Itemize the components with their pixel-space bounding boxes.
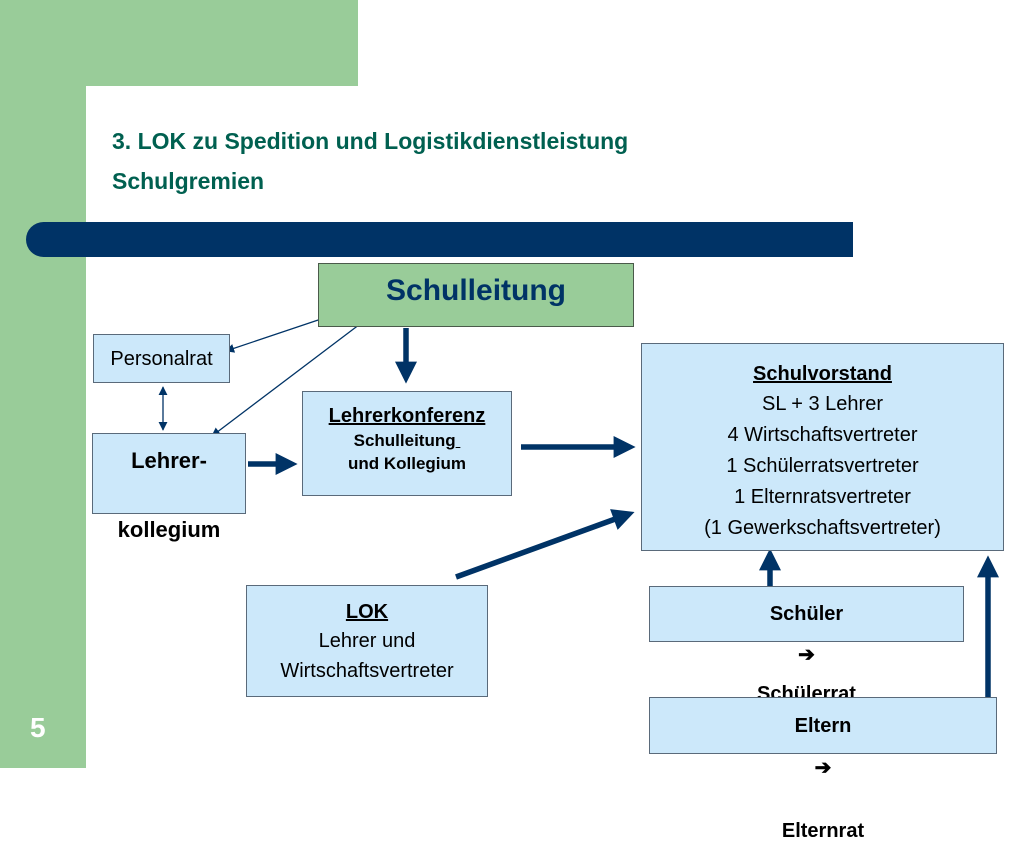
lehrerkonferenz-line1-text: Schulleitung bbox=[353, 431, 456, 450]
schulvorstand-member: 1 Schülerratsvertreter bbox=[726, 455, 919, 477]
schulvorstand-member: SL + 3 Lehrer bbox=[761, 393, 883, 415]
box-lehrerkollegium: Lehrer- kollegium bbox=[92, 433, 246, 542]
label-personalrat: Personalrat bbox=[110, 348, 213, 370]
label-lehrerkollegium-line1: Lehrer- bbox=[131, 448, 207, 473]
lehrerkonferenz-title: Lehrerkonferenz bbox=[328, 405, 486, 427]
label-schulleitung: Schulleitung bbox=[386, 274, 566, 307]
box-schueler-schuelerrat: Schüler ➔ Schülerrat bbox=[649, 586, 964, 705]
schulvorstand-title: Schulvorstand bbox=[753, 363, 892, 385]
page-number: 5 bbox=[30, 712, 46, 743]
lehrerkonferenz-line1: Schulleitung bbox=[303, 429, 511, 452]
schulvorstand-member: 1 Elternratsvertreter bbox=[734, 486, 911, 508]
title-divider-bar bbox=[26, 222, 853, 257]
eltern-to: Elternrat bbox=[781, 820, 865, 842]
arrow-kollegium-schulleitung bbox=[211, 317, 369, 437]
lok-line1: Lehrer und bbox=[318, 630, 416, 652]
schueler-from: Schüler bbox=[769, 603, 844, 625]
box-eltern-elternrat: Eltern ➔ Elternrat bbox=[649, 697, 997, 842]
schulvorstand-member: 4 Wirtschaftsvertreter bbox=[727, 424, 918, 446]
schueler-label: Schüler ➔ Schülerrat bbox=[650, 603, 963, 706]
label-lehrerkollegium: Lehrer- kollegium bbox=[93, 447, 245, 544]
lok-line2: Wirtschaftsvertreter bbox=[280, 660, 454, 682]
slide-title: 3. LOK zu Spedition und Logistikdienstle… bbox=[112, 128, 629, 154]
box-lok: LOK Lehrer und Wirtschaftsvertreter bbox=[246, 585, 488, 697]
right-arrow-icon: ➔ bbox=[798, 644, 815, 666]
slide-subtitle: Schulgremien bbox=[112, 168, 265, 194]
lehrerkonferenz-line2: und Kollegium bbox=[347, 454, 467, 473]
arrow-lok-vorstand bbox=[455, 509, 635, 580]
box-personalrat: Personalrat bbox=[93, 334, 230, 383]
label-lehrerkollegium-line2: kollegium bbox=[117, 517, 221, 542]
schulvorstand-member: (1 Gewerkschaftsvertreter) bbox=[704, 517, 941, 539]
connector-arrows bbox=[158, 310, 999, 697]
lok-title: LOK bbox=[345, 601, 389, 623]
box-schulvorstand: Schulvorstand SL + 3 Lehrer 4 Wirtschaft… bbox=[641, 343, 1004, 551]
eltern-from: Eltern bbox=[794, 715, 852, 737]
box-schulleitung: Schulleitung bbox=[318, 263, 634, 327]
eltern-label: Eltern ➔ Elternrat bbox=[650, 715, 996, 843]
box-lehrerkonferenz: Lehrerkonferenz Schulleitung und Kollegi… bbox=[302, 391, 512, 496]
top-green-band bbox=[0, 0, 358, 86]
left-green-band bbox=[0, 0, 86, 768]
